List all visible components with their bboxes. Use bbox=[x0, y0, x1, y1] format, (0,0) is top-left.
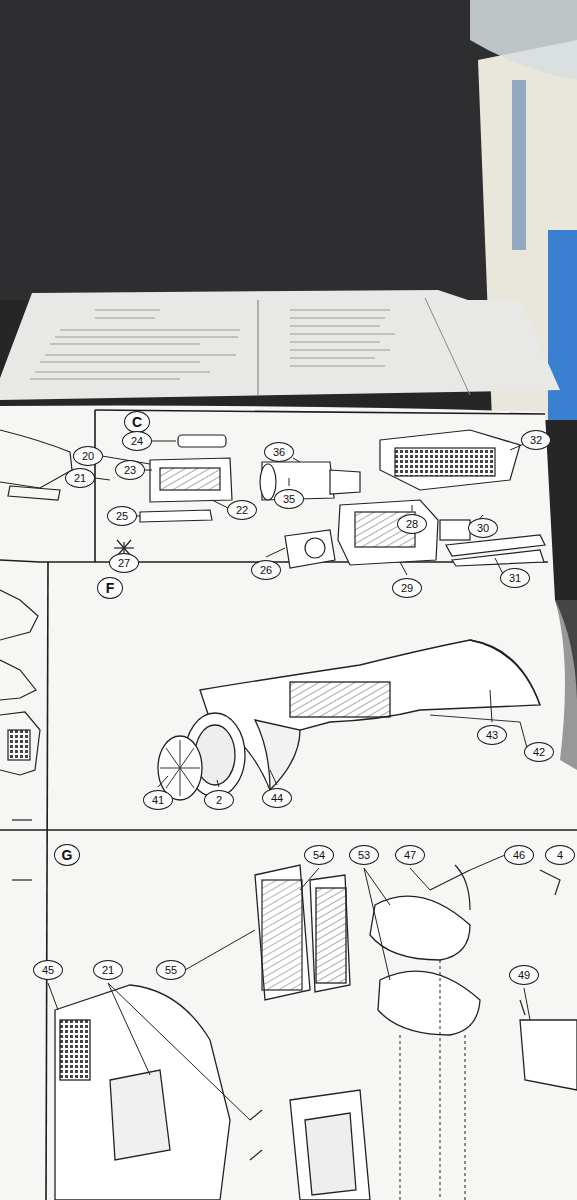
callout-number: 27 bbox=[109, 553, 139, 573]
step-letter: F bbox=[97, 577, 123, 599]
step-letter: C bbox=[124, 411, 150, 433]
callout-number: 46 bbox=[504, 845, 534, 865]
callout-number: 47 bbox=[395, 845, 425, 865]
callout-number: 55 bbox=[156, 960, 186, 980]
callout-number: 41 bbox=[143, 790, 173, 810]
callout-number: 2 bbox=[204, 790, 234, 810]
callout-number: 30 bbox=[468, 518, 498, 538]
callout-number: 25 bbox=[107, 506, 137, 526]
callout-number: 31 bbox=[500, 568, 530, 588]
callout-number: 53 bbox=[349, 845, 379, 865]
front-sheet bbox=[0, 406, 577, 1200]
callout-number: 28 bbox=[397, 514, 427, 534]
callout-number: 21 bbox=[93, 960, 123, 980]
callout-number: 42 bbox=[524, 742, 554, 762]
callout-number: 22 bbox=[227, 500, 257, 520]
back-sheet bbox=[0, 290, 560, 400]
callout-number: 23 bbox=[115, 460, 145, 480]
callout-number: 49 bbox=[509, 965, 539, 985]
callout-number: 54 bbox=[304, 845, 334, 865]
callout-number: 44 bbox=[262, 788, 292, 808]
callout-number: 45 bbox=[33, 960, 63, 980]
callout-number: 20 bbox=[73, 446, 103, 466]
callout-number: 26 bbox=[251, 560, 281, 580]
callout-number: 36 bbox=[264, 442, 294, 462]
callout-number: 32 bbox=[521, 430, 551, 450]
callout-number: 35 bbox=[274, 489, 304, 509]
callout-number: 29 bbox=[392, 578, 422, 598]
callout-number: 43 bbox=[477, 725, 507, 745]
callout-number: 21 bbox=[65, 468, 95, 488]
callout-number: 24 bbox=[122, 431, 152, 451]
step-letter: G bbox=[54, 844, 80, 866]
callout-number: 4 bbox=[545, 845, 575, 865]
